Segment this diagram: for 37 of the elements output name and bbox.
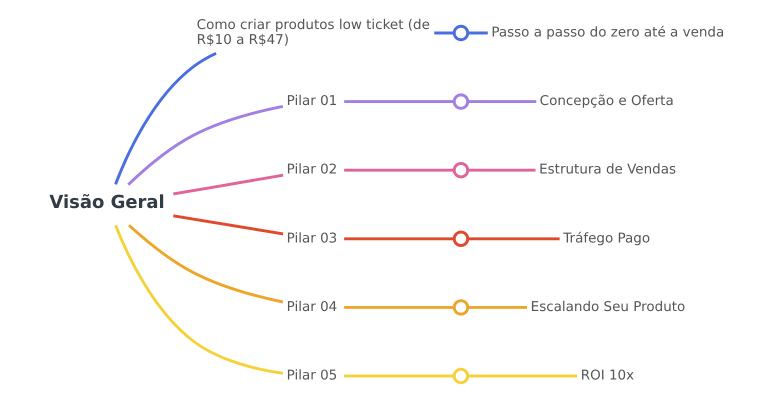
node-circle — [452, 299, 469, 316]
node-text: Pilar 05 — [286, 367, 337, 384]
node-text: ROI 10x — [580, 367, 634, 384]
node-text: Estrutura de Vendas — [538, 162, 676, 178]
node-text: Concepção e Oferta — [539, 93, 674, 110]
connector — [467, 306, 527, 309]
connector — [344, 374, 454, 378]
connector — [434, 32, 454, 34]
node-text: Passo a passo do zero até a venda — [490, 24, 724, 40]
node-text: Tráfego Pago — [562, 230, 650, 246]
node-text: Pilar 01 — [286, 93, 337, 110]
connector — [467, 100, 536, 104]
node-circle — [452, 93, 469, 110]
node-text: Escalando Seu Produto — [530, 298, 685, 315]
connector — [467, 32, 488, 34]
node-text: Como criar produtos low ticket (de R$10 a R$47) — [196, 17, 430, 48]
node-text: Pilar 02 — [286, 162, 337, 178]
node-text: Pilar 04 — [286, 298, 337, 315]
node-circle — [452, 368, 469, 384]
connector — [467, 237, 560, 240]
connector — [344, 306, 454, 309]
connector — [467, 168, 536, 172]
node-circle — [452, 24, 469, 42]
node-text: Visão Geral — [48, 192, 164, 214]
connector — [126, 105, 283, 186]
connector — [114, 52, 216, 185]
node-text: Pilar 03 — [286, 230, 337, 246]
connector — [467, 374, 577, 378]
connector — [344, 100, 454, 104]
node-circle — [452, 162, 469, 178]
connector — [172, 214, 283, 236]
connector — [172, 174, 283, 196]
connector — [128, 224, 283, 304]
node-circle — [452, 230, 469, 248]
connector — [344, 168, 454, 172]
connector — [344, 237, 454, 240]
connector — [114, 224, 283, 375]
